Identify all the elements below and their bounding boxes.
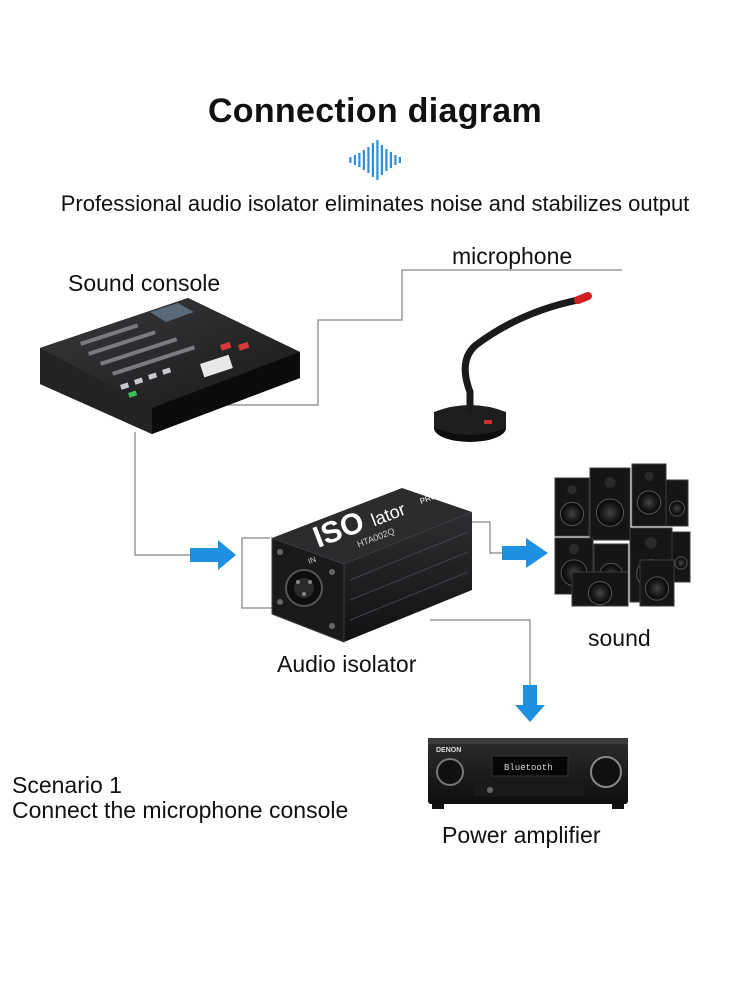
isolator-to-amp-line: [430, 619, 531, 688]
speaker-cone: [636, 490, 662, 515]
connection-lines: [134, 269, 622, 688]
sound-wave-bar: [362, 150, 365, 170]
amp-brand: DENON: [436, 747, 461, 754]
mic-to-console-line: [228, 269, 622, 406]
speaker-cone: [595, 498, 625, 527]
speaker-cone: [644, 576, 670, 601]
speaker-tweeter: [604, 477, 616, 488]
isolator-in: IN: [307, 555, 318, 566]
amp-display-text: Bluetooth: [504, 763, 553, 773]
label-sound-console: Sound console: [68, 270, 221, 296]
speaker-cone: [587, 580, 613, 606]
label-power-amplifier: Power amplifier: [442, 822, 601, 848]
label-microphone: microphone: [452, 243, 573, 269]
sound-wave-bar: [371, 143, 374, 177]
sound-wave-bar: [376, 140, 379, 180]
label-scenario-line1: Scenario 1: [12, 772, 122, 798]
label-scenario: Scenario 1 Connect the microphone consol…: [12, 773, 348, 823]
speaker-cone: [559, 501, 585, 527]
speaker-tweeter: [644, 471, 654, 481]
sound-wave-bar: [353, 155, 356, 165]
sound-wave-bar: [349, 157, 352, 163]
speaker-tweeter: [645, 537, 657, 549]
arrow-into-speakers: [502, 538, 548, 568]
sound-wave-bar: [367, 147, 370, 173]
console-to-isolator-line: [134, 432, 190, 556]
sound-wave-bar: [394, 155, 397, 165]
speaker-tweeter: [568, 544, 580, 555]
label-scenario-line2: Connect the microphone console: [12, 797, 349, 823]
label-sound: sound: [588, 625, 651, 651]
sound-wave-bar: [380, 145, 383, 175]
speaker-cone: [674, 556, 688, 570]
power-amplifier-image: Bluetooth DENON: [428, 738, 628, 809]
sound-wave-bar: [398, 157, 401, 163]
arrow-into-isolator: [190, 540, 236, 570]
page-subtitle: Professional audio isolator eliminates n…: [60, 191, 690, 216]
arrows: [190, 538, 548, 722]
sound-wave-bar: [385, 149, 388, 171]
speaker-tweeter: [567, 485, 577, 495]
audio-isolator-image: ISO lator HTA002Q IN PRO: [271, 488, 472, 643]
isolator-input-bracket: [241, 537, 272, 609]
speaker-cone: [669, 500, 685, 517]
sound-wave-icon: [349, 140, 401, 180]
sound-console-image: [40, 298, 300, 434]
page-title: Connection diagram: [207, 92, 543, 130]
sound-wave-bar: [389, 152, 392, 168]
sound-wave-bar: [358, 153, 361, 167]
label-audio-isolator: Audio isolator: [277, 651, 417, 677]
microphone-image: [434, 292, 592, 442]
isolator-to-speakers-line: [472, 521, 502, 554]
arrow-into-amplifier: [515, 685, 545, 722]
speakers-image: [554, 463, 691, 607]
